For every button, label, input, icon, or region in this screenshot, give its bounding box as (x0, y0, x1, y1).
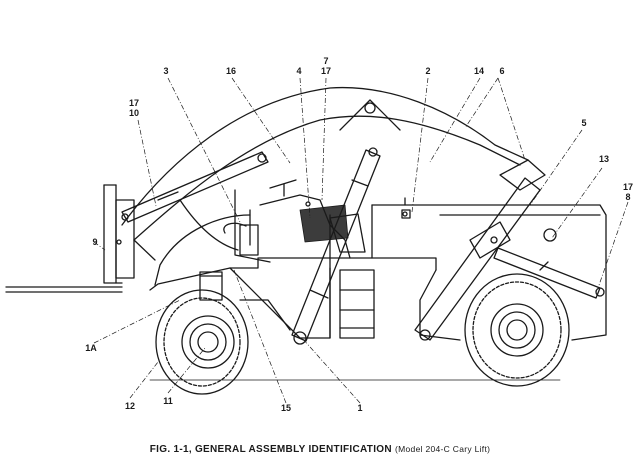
caption-note: (Model 204-C Cary Lift) (395, 444, 491, 454)
callout-5: 5 (581, 118, 586, 128)
rear-linkage (414, 177, 605, 341)
callout-14: 14 (474, 66, 484, 76)
callout-12: 12 (125, 401, 135, 411)
tilt-cylinder (121, 151, 269, 251)
callout-9: 9 (92, 237, 97, 247)
callout-1: 1 (357, 403, 362, 413)
leader-lines (93, 77, 629, 404)
callout-1A: 1A (85, 343, 97, 353)
lift-cylinder (291, 147, 381, 345)
callout-13: 13 (599, 154, 609, 164)
callout-15: 15 (281, 403, 291, 413)
callout-6: 6 (499, 66, 504, 76)
callout-16: 16 (226, 66, 236, 76)
caption-main: FIG. 1-1, GENERAL ASSEMBLY IDENTIFICATIO… (149, 444, 392, 455)
callout-2: 2 (425, 66, 430, 76)
boom (121, 86, 546, 261)
callout-4: 4 (296, 66, 301, 76)
fork-assembly (5, 184, 135, 293)
front-wheel (155, 289, 249, 395)
callout-11: 11 (163, 396, 173, 406)
figure-caption: FIG. 1-1, GENERAL ASSEMBLY IDENTIFICATIO… (0, 444, 640, 455)
callout-3: 3 (163, 66, 168, 76)
cab (234, 179, 366, 263)
chassis (149, 197, 607, 341)
rear-wheel (464, 273, 570, 387)
